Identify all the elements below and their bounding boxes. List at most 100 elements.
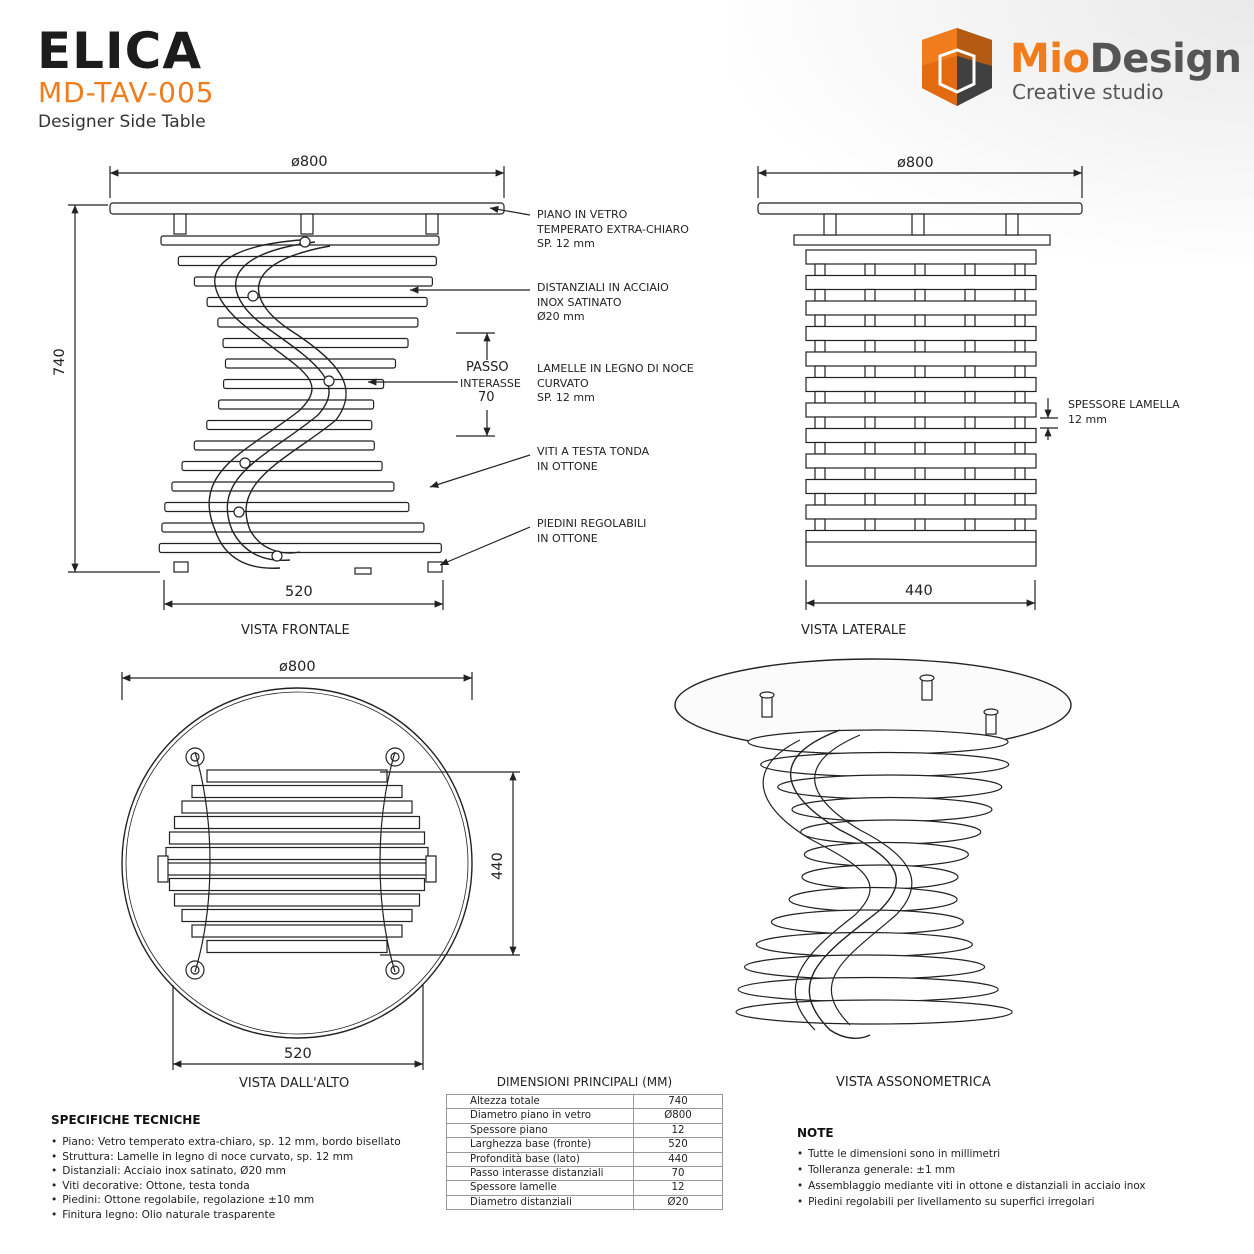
side-slat: [805, 453, 1037, 469]
top-end-cap: [157, 855, 169, 883]
logo-tagline: Creative studio: [1012, 80, 1164, 104]
side-spacer: [814, 390, 826, 404]
side-spacer: [814, 492, 826, 506]
side-spacer: [1014, 288, 1026, 302]
side-slat: [805, 504, 1037, 520]
side-slat: [805, 376, 1037, 393]
side-spacer: [914, 390, 926, 404]
front-view-label: VISTA FRONTALE: [241, 623, 350, 638]
side-spacer: [864, 339, 876, 353]
spec-item: Distanziali: Acciaio inox satinato, Ø20 …: [51, 1164, 401, 1179]
side-spacer: [1014, 314, 1026, 328]
side-spacer: [914, 416, 926, 430]
side-spacer: [964, 441, 976, 455]
side-slat: [805, 325, 1037, 342]
side-spacer: [864, 263, 876, 277]
side-spacer: [1014, 467, 1026, 481]
top-view-drawing: [121, 672, 520, 1070]
top-depth-dimension: 440: [490, 852, 506, 880]
front-slat: [177, 255, 437, 267]
side-spacer: [914, 365, 926, 379]
pitch-value: 70: [478, 390, 495, 405]
iso-slat: [735, 999, 1013, 1025]
side-spacer: [964, 518, 976, 532]
spec-item: Finitura legno: Olio naturale trasparent…: [51, 1208, 401, 1223]
front-slat: [206, 419, 373, 431]
iso-slat: [801, 864, 959, 890]
side-spacer: [964, 339, 976, 353]
iso-slat: [770, 909, 965, 935]
bolt: [247, 290, 259, 302]
side-spacer: [814, 441, 826, 455]
side-spacer: [864, 416, 876, 430]
side-spacer: [914, 288, 926, 302]
iso-spacer-cap: [919, 674, 935, 682]
callout-glass-top: PIANO IN VETRO TEMPERATO EXTRA-CHIARO SP…: [537, 208, 689, 250]
bolt: [299, 236, 311, 248]
side-spacer-top: [823, 213, 837, 236]
side-spacer: [864, 441, 876, 455]
product-subtitle: Designer Side Table: [38, 112, 206, 132]
side-spacer: [864, 365, 876, 379]
dimensions-title: DIMENSIONI PRINCIPALI (MM): [496, 1075, 673, 1089]
notes-list: Tutte le dimensioni sono in millimetri T…: [797, 1146, 1146, 1210]
side-spacer: [814, 288, 826, 302]
top-slat: [173, 893, 421, 907]
front-width-dimension: ø800: [291, 154, 328, 170]
front-base-dimension: 520: [285, 584, 313, 600]
side-spacer: [1014, 390, 1026, 404]
side-spacer: [814, 365, 826, 379]
table-row: Profondità base (lato)440: [446, 1151, 723, 1168]
side-spacer: [1014, 492, 1026, 506]
front-slat: [158, 542, 442, 554]
side-spacer: [1014, 518, 1026, 532]
side-slat: [805, 402, 1037, 418]
side-spacer: [964, 416, 976, 430]
iso-slat: [737, 976, 999, 1003]
side-spacer: [814, 416, 826, 430]
side-spacer: [964, 390, 976, 404]
top-width-dimension: 520: [284, 1046, 312, 1062]
note-item: Piedini regolabili per livellamento su s…: [797, 1194, 1146, 1210]
spec-item: Struttura: Lamelle in legno di noce curv…: [51, 1150, 401, 1165]
side-spacer: [1014, 416, 1026, 430]
callout-feet: PIEDINI REGOLABILI IN OTTONE: [537, 517, 647, 545]
header-background: [734, 0, 1254, 260]
side-spacer: [814, 339, 826, 353]
front-spacer: [425, 213, 439, 235]
pitch-sublabel: INTERASSE: [460, 377, 521, 390]
pitch-label: PASSO: [466, 360, 509, 375]
side-spacer: [964, 288, 976, 302]
side-spacer: [864, 492, 876, 506]
note-item: Tolleranza generale: ±1 mm: [797, 1162, 1146, 1178]
side-spacer: [864, 518, 876, 532]
side-spacer: [864, 288, 876, 302]
bolt: [239, 457, 251, 469]
front-slat: [206, 296, 428, 308]
front-height-dimension: 740: [52, 348, 68, 376]
front-slat: [164, 501, 410, 513]
bolt: [323, 375, 335, 387]
front-slat: [193, 276, 434, 287]
side-width-dimension: ø800: [897, 155, 934, 171]
side-spacer: [1014, 339, 1026, 353]
iso-slat: [755, 931, 973, 958]
side-spacer: [1014, 441, 1026, 455]
top-slat: [165, 846, 429, 861]
front-slat: [161, 522, 425, 533]
specs-title: SPECIFICHE TECNICHE: [51, 1113, 201, 1127]
side-spacer: [964, 365, 976, 379]
product-title: ELICA: [37, 22, 203, 80]
top-view-label: VISTA DALL'ALTO: [239, 1076, 350, 1091]
front-slat: [217, 317, 419, 328]
top-slat: [206, 769, 388, 783]
front-spacer: [300, 213, 314, 235]
top-bolt-inner: [190, 965, 200, 975]
side-spacer: [1014, 365, 1026, 379]
front-view-drawing: [68, 166, 531, 610]
side-spacer-top: [911, 213, 925, 236]
